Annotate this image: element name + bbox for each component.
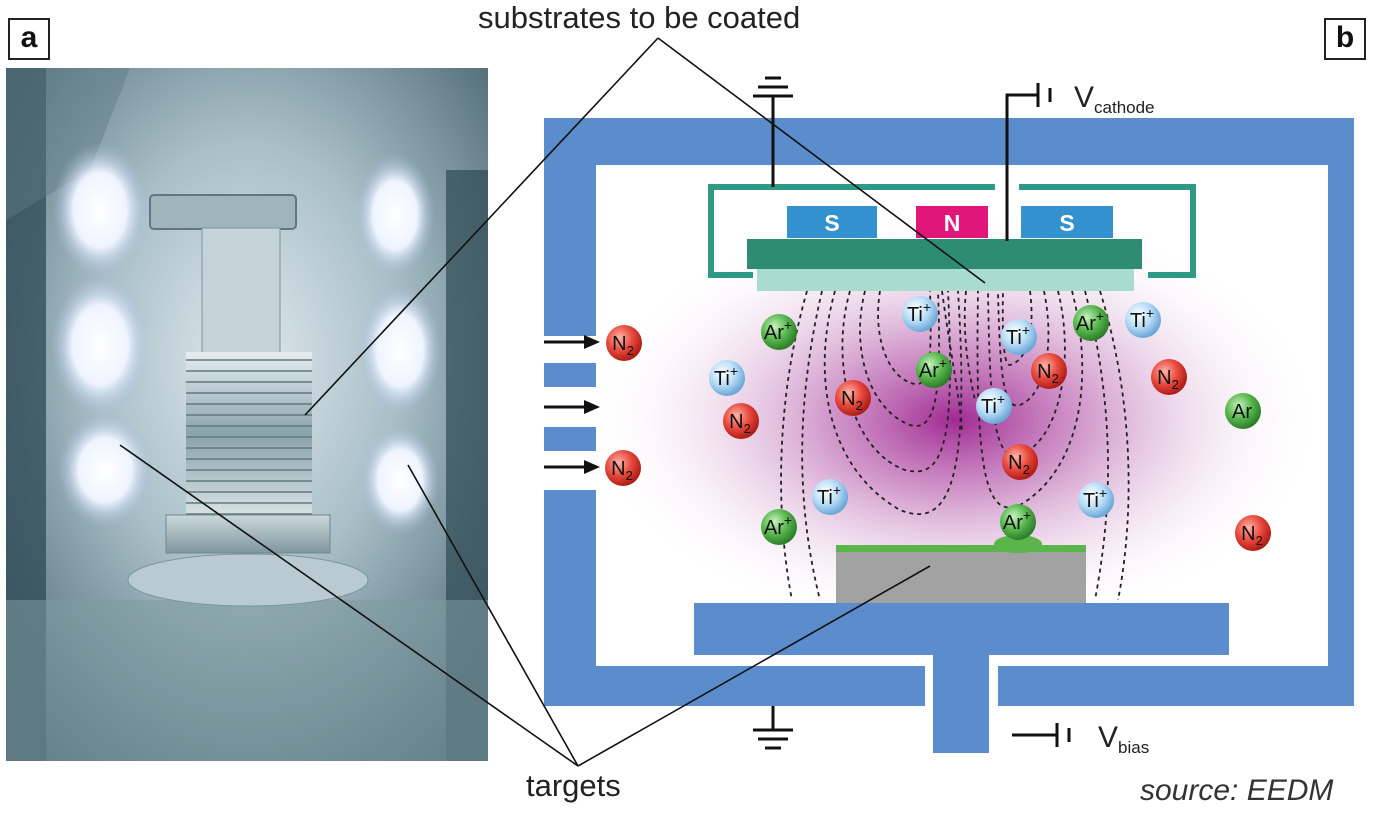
n2-molecule-0: N2 [606, 325, 642, 361]
svg-text:Ar+: Ar+ [1003, 507, 1031, 534]
n2-molecule-13: N2 [1151, 359, 1187, 395]
magnet-label-s-left: S [824, 210, 839, 236]
ar-ion-4: Ar+ [761, 314, 797, 350]
magnet-s-left [787, 206, 877, 238]
svg-text:N2: N2 [1157, 367, 1179, 392]
bias-voltage-symbol [1012, 723, 1071, 747]
magnet-label-n: N [944, 210, 961, 236]
ar-ion-19: Ar+ [1000, 504, 1036, 540]
magnet-n [916, 206, 988, 238]
n2-molecule-1: N2 [605, 450, 641, 486]
ar-ion-7: Ar+ [916, 352, 952, 388]
field-line-4 [859, 290, 940, 427]
targets-callout: targets [526, 768, 621, 803]
svg-text:N2: N2 [841, 388, 863, 413]
schematic: S N S [544, 76, 1354, 757]
substrates-callout: substrates to be coated [478, 0, 801, 35]
particles: N2N2Ti+N2Ar+N2Ti+Ar+Ti+N2Ti+Ar+Ti+N2ArN2… [605, 296, 1271, 551]
field-line-6 [941, 290, 963, 431]
panel-label-b: b [1324, 18, 1366, 60]
svg-text:Ar+: Ar+ [764, 512, 792, 539]
substrate-bellows [186, 352, 312, 517]
svg-text:Ti+: Ti+ [714, 363, 738, 390]
gas-inlet-arrows [544, 335, 600, 474]
sputter-target [757, 269, 1134, 291]
svg-text:N2: N2 [729, 411, 751, 436]
ar-ion-18: Ar+ [761, 509, 797, 545]
ti-ion-17: Ti+ [1078, 482, 1114, 518]
ti-ion-10: Ti+ [976, 388, 1012, 424]
svg-text:Ti+: Ti+ [907, 299, 931, 326]
field-line-12 [997, 290, 1050, 407]
n2-molecule-5: N2 [835, 380, 871, 416]
cathode-voltage-label: Vcathode [1074, 81, 1155, 117]
panel-label-a: a [8, 18, 50, 60]
substrate-coating [836, 545, 1086, 552]
cathode-plate [747, 239, 1142, 269]
vacuum-chamber [544, 118, 1354, 753]
field-line-7 [963, 290, 976, 401]
magnet-label-s-right: S [1059, 210, 1074, 236]
svg-text:N2: N2 [612, 333, 634, 358]
svg-text:Ar+: Ar+ [919, 355, 947, 382]
n2-molecule-15: N2 [1002, 444, 1038, 480]
svg-text:N2: N2 [1008, 452, 1030, 477]
ar-ion-11: Ar+ [1073, 305, 1109, 341]
field-line-5 [877, 290, 932, 385]
field-line-13 [1001, 290, 1033, 366]
magnet-s-right [1021, 206, 1113, 238]
substrate [836, 549, 1086, 603]
cathode-voltage-symbol [1005, 83, 1052, 241]
svg-text:Ti+: Ti+ [817, 482, 841, 509]
n2-molecule-3: N2 [723, 403, 759, 439]
bias-voltage-label: Vbias [1098, 721, 1149, 757]
ground-symbol-top [753, 76, 793, 187]
svg-text:Ar+: Ar+ [1076, 308, 1104, 335]
field-line-2 [823, 290, 963, 515]
ti-ion-2: Ti+ [709, 360, 745, 396]
cathode-shield [708, 184, 1196, 278]
magnetron-magnets [787, 206, 1113, 238]
field-line-8 [1099, 290, 1130, 601]
svg-text:Ar: Ar [1232, 401, 1252, 423]
ti-ion-16: Ti+ [812, 479, 848, 515]
n2-molecule-20: N2 [1235, 515, 1271, 551]
svg-text:Ti+: Ti+ [1006, 322, 1030, 349]
ti-ion-12: Ti+ [1125, 302, 1161, 338]
svg-text:N2: N2 [1037, 361, 1059, 386]
svg-text:N2: N2 [1241, 523, 1263, 548]
svg-text:Ti+: Ti+ [1130, 305, 1154, 332]
source-credit: source: EEDM [1140, 774, 1334, 807]
n2-molecule-9: N2 [1031, 353, 1067, 389]
field-line-1 [801, 290, 823, 601]
svg-text:Ar+: Ar+ [764, 317, 792, 344]
svg-text:Ti+: Ti+ [981, 391, 1005, 418]
chamber-photo [6, 68, 488, 761]
field-line-3 [841, 290, 951, 473]
svg-text:N2: N2 [611, 458, 633, 483]
callout-leader-lines [119, 37, 986, 767]
ti-ion-8: Ti+ [1001, 319, 1037, 355]
ti-ion-6: Ti+ [902, 296, 938, 332]
field-line-0 [780, 290, 808, 601]
ar-atom-14: Ar [1225, 393, 1261, 429]
svg-text:Ti+: Ti+ [1083, 485, 1107, 512]
ground-symbol-bottom [753, 706, 793, 750]
